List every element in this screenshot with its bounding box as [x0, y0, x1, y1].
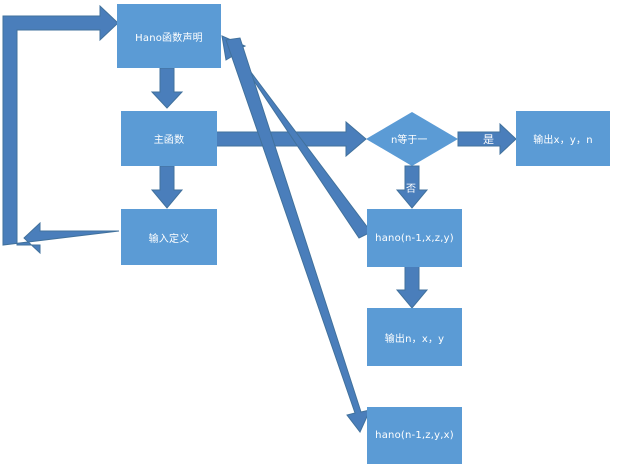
main-function-box: 主函数	[121, 111, 217, 166]
output-nxy-label: 输出n，x，y	[384, 333, 445, 345]
hano-call-1-box: hano(n-1,x,z,y)	[367, 209, 462, 267]
arrow-no	[395, 165, 429, 209]
hano-declaration-label: Hano函数声明	[135, 32, 203, 44]
output-xyn-box: 输出x，y，n	[516, 111, 610, 166]
decision-label-text: n等于一	[391, 135, 428, 146]
arrow-hano-to-main	[150, 67, 184, 109]
arrow-yes	[457, 122, 517, 156]
output-nxy-box: 输出n，x，y	[367, 308, 462, 366]
decision-diamond	[366, 112, 458, 166]
hano-call-2-box: hano(n-1,z,y,x)	[367, 407, 462, 464]
arrow-hano-to-call2	[225, 37, 371, 433]
yes-label: 是	[483, 131, 494, 147]
yes-label-text: 是	[483, 133, 494, 146]
no-label-text: 否	[406, 184, 416, 195]
arrow-loop-input-to-hano	[2, 4, 120, 255]
decision-label: n等于一	[391, 131, 427, 146]
hano-call-1-label: hano(n-1,x,z,y)	[375, 232, 454, 244]
input-definition-box: 输入定义	[121, 209, 217, 265]
output-xyn-label: 输出x，y，n	[533, 135, 593, 146]
input-definition-label: 输入定义	[148, 233, 190, 245]
main-function-label: 主函数	[153, 135, 185, 146]
hano-declaration-box: Hano函数声明	[117, 4, 221, 68]
arrow-main-to-decision	[215, 120, 367, 158]
arrow-main-to-input	[150, 165, 184, 209]
no-label: 否	[406, 180, 416, 195]
hano-call-2-label: hano(n-1,z,y,x)	[375, 430, 454, 441]
arrow-call1-to-output	[395, 265, 429, 309]
